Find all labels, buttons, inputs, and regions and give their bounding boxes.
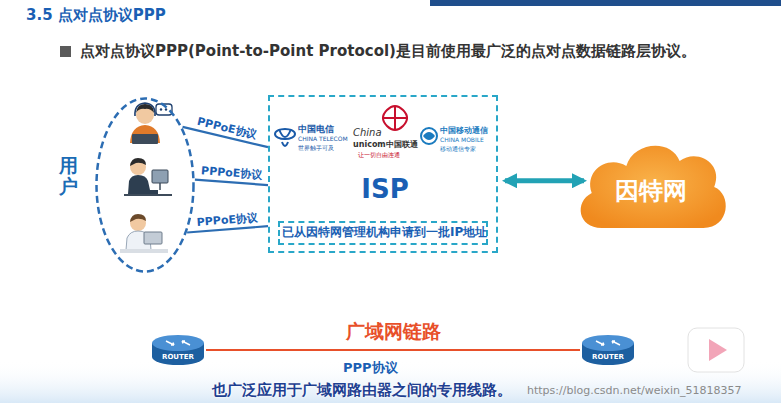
logo-text: 中国移动通信	[440, 126, 488, 135]
logo-text: CHINA MOBILE	[440, 137, 484, 144]
logo-text: 世界触手可及	[298, 145, 334, 152]
bullet-square	[60, 46, 71, 57]
connector-label: 广域网链路	[346, 321, 441, 343]
router-outline	[150, 333, 206, 367]
router-node: ROUTER	[150, 333, 206, 367]
connector	[505, 178, 584, 183]
user-figure	[124, 158, 172, 195]
slide-title: 3.5 点对点协议PPP	[26, 7, 166, 24]
telecom-logo	[275, 129, 295, 146]
connector	[206, 349, 580, 351]
logo-text: unicom中国联通	[353, 140, 418, 149]
play-button	[688, 328, 744, 372]
isp-label: ISP	[361, 175, 408, 205]
bullet-text: 点对点协议PPP(Point-to-Point Protocol)是目前使用最广…	[80, 43, 696, 60]
subtitle: 也广泛应用于广域网路由器之间的专用线路。	[212, 382, 512, 399]
cloud-label: 因特网	[615, 178, 687, 206]
top-bar	[430, 0, 781, 6]
watermark: https://blog.csdn.net/weixin_51818357	[527, 385, 742, 398]
ellipse-node: 用户	[95, 97, 195, 273]
connector-label: PPPoE协议	[196, 212, 258, 229]
connector-label: PPPoE协议	[196, 116, 259, 142]
group-label: 用户	[59, 155, 78, 197]
logo-text: CHINA TELECOM	[298, 136, 348, 143]
unicom-logo	[383, 106, 407, 130]
logo-text: 移动通信专家	[440, 146, 476, 153]
isp-note: 已从因特网管理机构申请到一批IP地址	[278, 221, 488, 245]
user-figure	[120, 214, 168, 253]
logo-text: China	[353, 127, 382, 139]
rect-node: ISP 已从因特网管理机构申请到一批IP地址	[268, 95, 498, 253]
router-outline	[580, 333, 636, 367]
ellipse-outline	[95, 97, 195, 273]
router-label: ROUTER	[162, 353, 194, 361]
bottom-glow	[0, 360, 781, 403]
connector-label: PPPoE协议	[201, 166, 263, 183]
router-node: ROUTER	[580, 333, 636, 367]
user-figure	[130, 103, 172, 144]
cloud-node: 因特网	[572, 130, 730, 245]
logo-text: 让一切自由连通	[358, 152, 400, 159]
mobile-logo	[421, 128, 437, 144]
router-label: ROUTER	[592, 353, 624, 361]
link-protocol: PPP协议	[343, 361, 398, 376]
logo-text: 中国电信	[298, 124, 334, 134]
